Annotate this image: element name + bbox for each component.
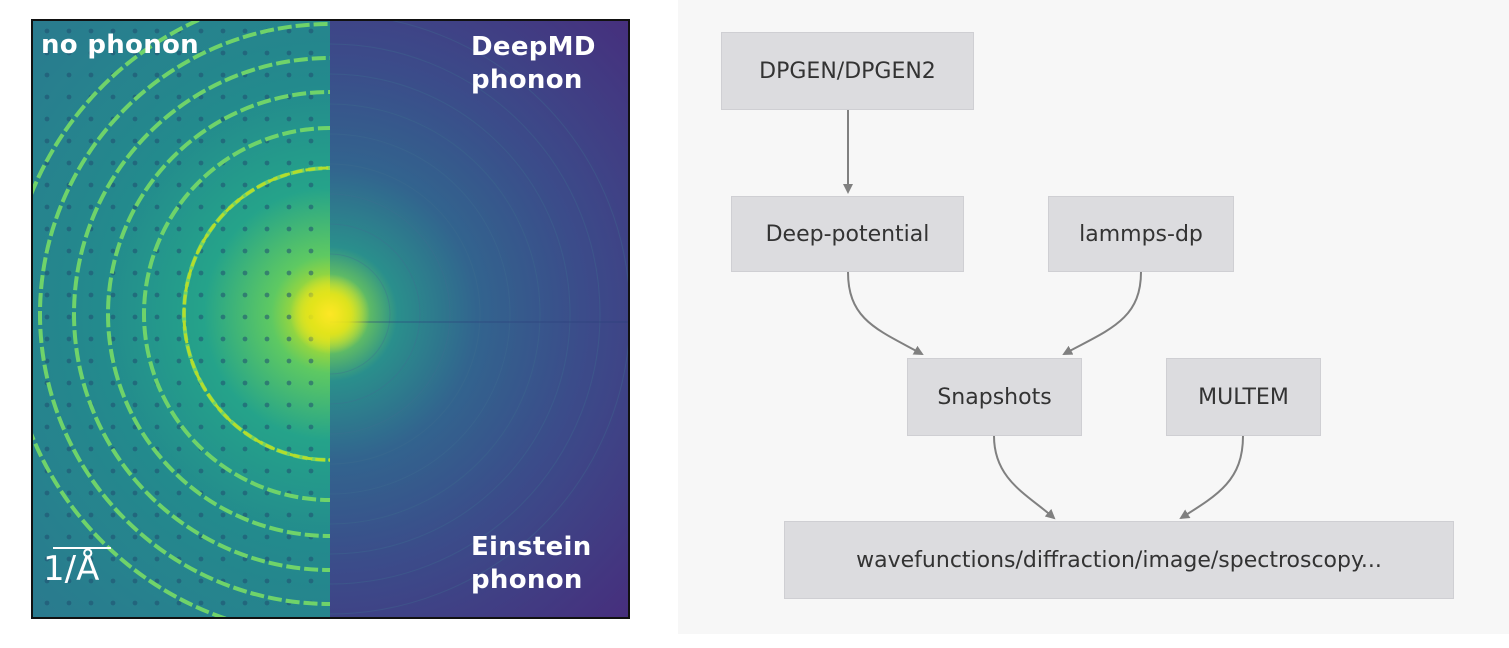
node-deep-potential: Deep-potential bbox=[731, 196, 964, 272]
diffraction-pattern-figure: no phonon DeepMD phonon Einstein phonon … bbox=[31, 19, 630, 619]
node-snapshots: Snapshots bbox=[907, 358, 1082, 436]
phonon-quadrants bbox=[330, 21, 628, 617]
node-multem: MULTEM bbox=[1166, 358, 1321, 436]
edge-deep-potential-to-snapshots bbox=[847, 271, 924, 355]
label-deepmd-phonon: DeepMD phonon bbox=[471, 31, 596, 97]
label-deepmd-line2: phonon bbox=[471, 65, 583, 95]
node-multem-label: MULTEM bbox=[1198, 384, 1289, 410]
edge-multem-to-outputs bbox=[1179, 435, 1244, 520]
node-dpgen: DPGEN/DPGEN2 bbox=[721, 32, 974, 110]
node-deep-potential-label: Deep-potential bbox=[765, 221, 930, 247]
scale-bar: 1/Å bbox=[43, 547, 111, 589]
edge-lammps-dp-to-snapshots bbox=[1062, 271, 1142, 355]
label-deepmd-line1: DeepMD bbox=[471, 32, 596, 62]
label-einstein-line2: phonon bbox=[471, 565, 583, 595]
label-no-phonon: no phonon bbox=[41, 29, 199, 62]
edge-snapshots-to-outputs bbox=[993, 435, 1056, 520]
scale-bar-line bbox=[53, 547, 111, 549]
node-outputs: wavefunctions/diffraction/image/spectros… bbox=[784, 521, 1454, 599]
label-einstein-phonon: Einstein phonon bbox=[471, 531, 592, 597]
scale-bar-label: 1/Å bbox=[43, 549, 100, 589]
diffraction-pattern-image bbox=[33, 21, 628, 617]
node-outputs-label: wavefunctions/diffraction/image/spectros… bbox=[856, 547, 1382, 573]
node-dpgen-label: DPGEN/DPGEN2 bbox=[759, 58, 936, 84]
node-lammps-dp: lammps-dp bbox=[1048, 196, 1234, 272]
workflow-edges bbox=[843, 110, 1244, 520]
no-phonon-quadrant bbox=[33, 21, 330, 617]
label-no-phonon-text: no phonon bbox=[41, 30, 199, 60]
label-einstein-line1: Einstein bbox=[471, 532, 592, 562]
node-snapshots-label: Snapshots bbox=[937, 384, 1052, 410]
central-beam-spot bbox=[290, 274, 370, 354]
workflow-diagram: DPGEN/DPGEN2 Deep-potential lammps-dp Sn… bbox=[678, 0, 1509, 634]
node-lammps-dp-label: lammps-dp bbox=[1079, 221, 1203, 247]
